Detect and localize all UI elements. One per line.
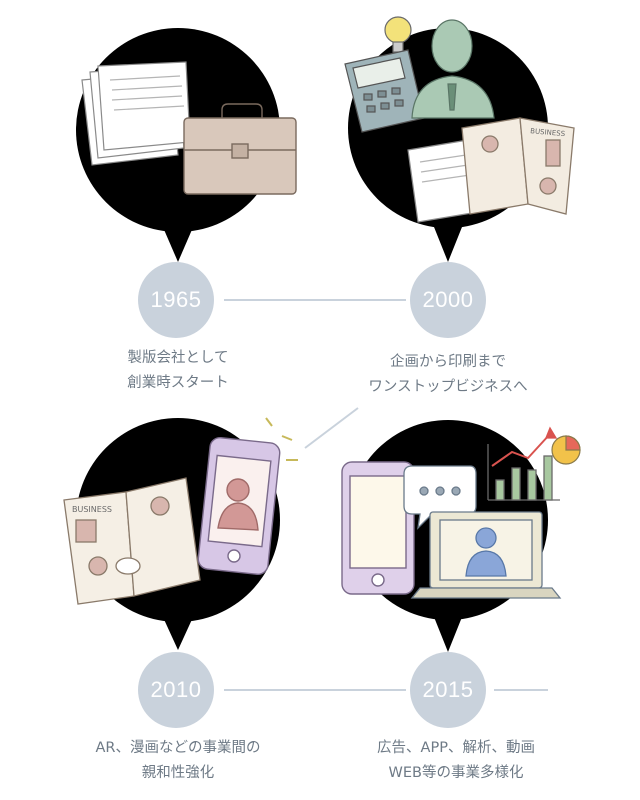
- person-icon: [217, 478, 259, 531]
- connector-2015-tail: [494, 689, 548, 691]
- laptop-icon: [410, 511, 562, 599]
- caption-2015: 広告、APP、解析、動画 WEB等の事業多様化: [346, 736, 566, 786]
- smartphone-icon: [341, 461, 415, 595]
- lightbulb-icon: [384, 16, 412, 53]
- caption-line: 製版会社として: [127, 350, 229, 366]
- connector-2010-2015: [224, 689, 406, 691]
- caption-line: 創業時スタート: [127, 375, 229, 391]
- person-icon: [465, 527, 507, 577]
- caption-line: AR、漫画などの事業間の: [95, 740, 261, 756]
- year-badge-2010: 2010: [138, 652, 214, 728]
- paper-stack-icon: [81, 61, 191, 166]
- caption-line: WEB等の事業多様化: [388, 765, 524, 781]
- open-magazine-icon: BUSINESS: [63, 477, 201, 605]
- magazine-title: BUSINESS: [530, 127, 566, 138]
- calculator-icon: [344, 49, 425, 133]
- caption-2000: 企画から印刷まで ワンストップビジネスへ: [340, 350, 556, 400]
- sparkle-icon: [265, 417, 298, 461]
- year-badge-2000: 2000: [410, 262, 486, 338]
- smartphone-icon: [197, 436, 281, 576]
- briefcase-icon: [183, 103, 297, 195]
- caption-line: 広告、APP、解析、動画: [377, 740, 535, 756]
- caption-2010: AR、漫画などの事業間の 親和性強化: [58, 736, 298, 786]
- businessman-icon: [411, 19, 495, 119]
- caption-line: 親和性強化: [141, 765, 215, 781]
- paper-stack-icon: [407, 139, 479, 223]
- year-badge-1965: 1965: [138, 262, 214, 338]
- open-magazine-icon: BUSINESS: [461, 117, 575, 215]
- growth-chart-icon: [487, 426, 560, 501]
- caption-1965: 製版会社として 創業時スタート: [78, 346, 278, 396]
- pie-chart-icon: [551, 435, 581, 465]
- magazine-title: BUSINESS: [72, 505, 112, 514]
- caption-line: ワンストップビジネスへ: [368, 379, 528, 395]
- connector-1965-2000: [224, 299, 406, 301]
- diagonal-connector: [304, 407, 359, 449]
- year-badge-2015: 2015: [410, 652, 486, 728]
- caption-line: 企画から印刷まで: [390, 354, 506, 370]
